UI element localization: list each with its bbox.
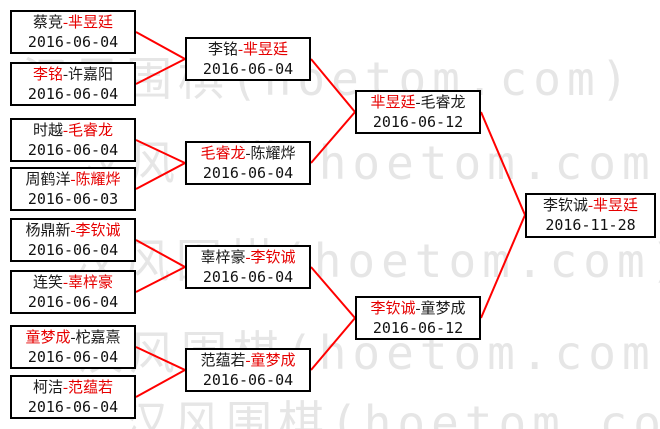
player-name: 周鹤洋 [25,172,71,188]
player-name: 毛睿龙 [200,146,246,162]
match-players: 辜梓豪-李钦诚 [187,248,309,268]
match-players: 李铭-芈昱廷 [187,40,309,60]
player-name: 童梦成 [25,330,71,346]
match-players: 范蕴若-童梦成 [187,351,309,371]
player-name: -李钦诚 [70,223,121,239]
player-name: -毛睿龙 [63,123,113,139]
player-name: -辜梓豪 [63,275,113,291]
match-box-r2-m3: 辜梓豪-李钦诚 2016-06-04 [185,245,311,289]
watermark-text: 汉风围棋(hoetom.com) [77,136,660,190]
match-date: 2016-06-04 [27,348,119,366]
match-box-r1-m7: 童梦成-柁嘉熹 2016-06-04 [10,325,136,369]
player-name: 李钦诚 [542,198,588,214]
player-name: 范蕴若 [200,353,246,369]
watermark-text: 汉风围棋(hoetom.com) [72,234,660,288]
player-name: 连笑 [32,275,63,291]
match-date: 2016-11-28 [545,216,636,234]
match-box-r1-m1: 蔡竞-芈昱廷 2016-06-04 [10,10,136,54]
match-box-r1-m6: 连笑-辜梓豪 2016-06-04 [10,270,136,314]
match-date: 2016-06-04 [202,60,294,78]
player-name: -童梦成 [415,301,466,317]
match-date: 2016-06-04 [27,398,119,416]
watermark-text: 汉风围棋(hoetom.com) [122,396,660,429]
match-players: 时越-毛睿龙 [12,121,134,141]
player-name: -范蕴若 [63,380,113,396]
match-box-r1-m8: 柯洁-范蕴若 2016-06-04 [10,375,136,419]
match-date: 2016-06-04 [27,141,119,159]
player-name: -芈昱廷 [238,42,288,58]
match-players: 柯洁-范蕴若 [12,378,134,398]
player-name: 杨鼎新 [25,223,71,239]
match-date: 2016-06-12 [372,319,464,337]
bracket-connector [135,139,188,190]
match-box-r2-m2: 毛睿龙-陈耀烨 2016-06-04 [185,141,311,185]
player-name: -童梦成 [245,353,296,369]
player-name: -毛睿龙 [415,95,466,111]
match-players: 芈昱廷-毛睿龙 [357,93,479,113]
player-name: 蔡竞 [32,15,63,31]
match-box-r1-m5: 杨鼎新-李钦诚 2016-06-04 [10,218,136,262]
match-players: 李钦诚-童梦成 [357,299,479,319]
match-players: 童梦成-柁嘉熹 [12,328,134,348]
bracket-connector [135,239,188,293]
player-name: 时越 [32,123,63,139]
match-players: 连笑-辜梓豪 [12,273,134,293]
match-date: 2016-06-12 [372,113,464,131]
player-name: -陈耀烨 [70,172,121,188]
match-date: 2016-06-04 [202,164,294,182]
player-name: -芈昱廷 [63,15,113,31]
player-name: -李钦诚 [245,250,296,266]
match-box-r1-m2: 李铭-许嘉阳 2016-06-04 [10,62,136,106]
bracket-connector [135,346,188,398]
match-box-final: 李钦诚-芈昱廷 2016-11-28 [525,193,656,238]
match-date: 2016-06-04 [27,33,119,51]
match-players: 李钦诚-芈昱廷 [527,196,654,216]
bracket-connector [480,111,527,319]
match-box-sf-m2: 李钦诚-童梦成 2016-06-12 [355,296,481,340]
player-name: 李钦诚 [370,301,416,317]
match-players: 毛睿龙-陈耀烨 [187,144,309,164]
player-name: 李铭 [207,42,238,58]
match-box-r1-m4: 周鹤洋-陈耀烨 2016-06-03 [10,167,136,211]
match-box-r2-m1: 李铭-芈昱廷 2016-06-04 [185,37,311,81]
match-date: 2016-06-04 [27,85,119,103]
match-players: 杨鼎新-李钦诚 [12,221,134,241]
player-name: 李铭 [32,67,63,83]
bracket-connector [310,266,357,371]
match-date: 2016-06-03 [27,190,119,208]
match-date: 2016-06-04 [27,241,119,259]
match-box-sf-m1: 芈昱廷-毛睿龙 2016-06-12 [355,90,481,134]
player-name: 柯洁 [32,380,63,396]
match-players: 李铭-许嘉阳 [12,65,134,85]
match-players: 蔡竞-芈昱廷 [12,13,134,33]
player-name: 芈昱廷 [370,95,416,111]
match-date: 2016-06-04 [27,293,119,311]
match-players: 周鹤洋-陈耀烨 [12,170,134,190]
bracket-connector [135,31,188,85]
player-name: 辜梓豪 [200,250,246,266]
match-box-r2-m4: 范蕴若-童梦成 2016-06-04 [185,348,311,392]
match-box-r1-m3: 时越-毛睿龙 2016-06-04 [10,118,136,162]
player-name: -陈耀烨 [245,146,296,162]
bracket-connector [310,58,357,164]
player-name: -许嘉阳 [63,67,113,83]
match-date: 2016-06-04 [202,371,294,389]
player-name: -芈昱廷 [588,198,638,214]
player-name: -柁嘉熹 [70,330,121,346]
match-date: 2016-06-04 [202,268,294,286]
